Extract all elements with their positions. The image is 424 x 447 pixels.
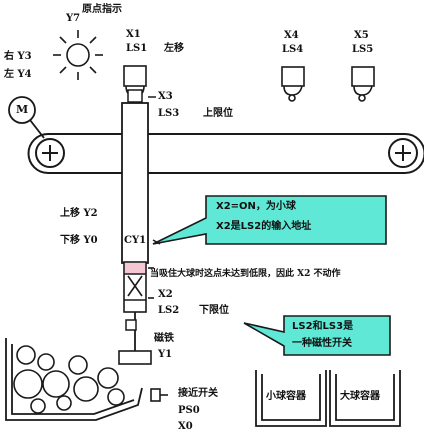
right-pulley-icon [388, 138, 418, 168]
cylinder-cy1 [123, 261, 154, 352]
conveyor-belt [27, 133, 424, 174]
y7-label: Y7 [66, 13, 81, 24]
x1-label: X1 [126, 29, 141, 40]
limit-switch-ls5-icon [351, 66, 375, 102]
x2-label: X2 [158, 289, 173, 300]
x3-label: X3 [158, 91, 173, 102]
callout-ls-line1: LS2和LS3是 [292, 321, 354, 332]
x0-label: X0 [178, 421, 193, 432]
small-ball-container [255, 370, 327, 427]
limit-switch-ls2-icon [125, 319, 137, 331]
large-ball-container [329, 370, 401, 427]
x5-label: X5 [354, 30, 369, 41]
motor-label: M [16, 103, 29, 116]
ps0-label: PS0 [178, 405, 200, 416]
left-y4-label: 左 Y4 [4, 69, 32, 80]
right-y3-label: 右 Y3 [4, 51, 32, 62]
callout-ls-line2: 一种磁性开关 [292, 338, 352, 349]
limit-switch-ls4-icon [281, 66, 305, 102]
callout-x2-line1: X2=ON，为小球 [216, 201, 296, 212]
up-y2-label: 上移 Y2 [60, 208, 98, 219]
large-ball-container-label: 大球容器 [340, 391, 380, 402]
x4-label: X4 [284, 30, 299, 41]
ls3-label: LS3 [158, 108, 180, 119]
lower-limit-label: 下限位 [199, 305, 229, 316]
balls [13, 345, 125, 414]
move-left-label: 左移 [164, 43, 184, 54]
left-pulley-icon [35, 138, 65, 168]
magnet-label: 磁铁 [154, 333, 174, 344]
annotation-text: 当吸住大球时这点未达到低限，因此 X2 不动作 [150, 269, 341, 279]
upper-limit-label: 上限位 [203, 108, 233, 119]
callout-x2-line2: X2是LS2的输入地址 [216, 221, 312, 232]
proximity-switch-icon [150, 388, 168, 402]
vertical-column [121, 102, 149, 264]
ls2-label: LS2 [158, 305, 180, 316]
small-ball-container-label: 小球容器 [266, 391, 306, 402]
y1-label: Y1 [158, 349, 173, 360]
ls5-label: LS5 [352, 44, 374, 55]
magnet-icon [118, 350, 152, 365]
down-y0-label: 下移 Y0 [60, 235, 98, 246]
origin-lamp-icon [53, 30, 103, 80]
ls4-label: LS4 [282, 44, 304, 55]
callout-x2-shape [152, 195, 387, 245]
proximity-switch-label: 接近开关 [178, 388, 218, 399]
origin-indicator-label: 原点指示 [82, 4, 122, 15]
callout-ls-shape [243, 315, 391, 356]
ls1-label: LS1 [126, 43, 148, 54]
cy1-label: CY1 [124, 235, 147, 246]
limit-switch-ls3-icon [127, 89, 156, 103]
